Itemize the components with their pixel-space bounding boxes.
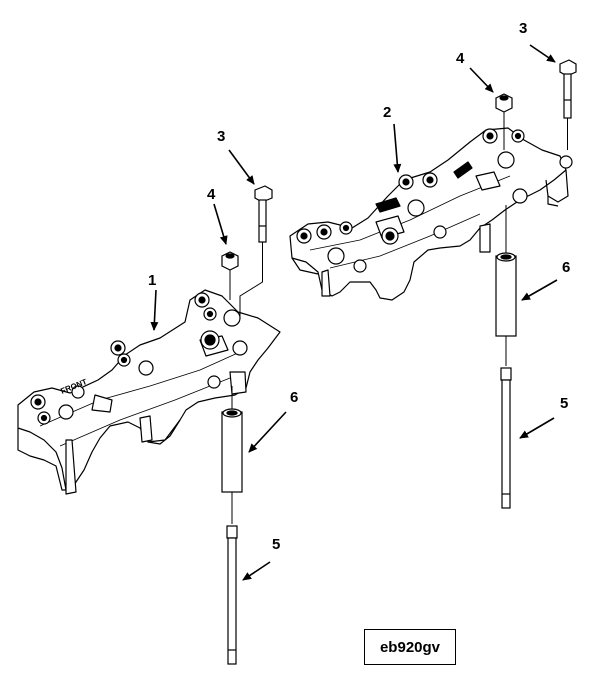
callout-left-sleeve: 6 xyxy=(290,389,299,406)
callout-left-housing: 1 xyxy=(148,272,157,289)
left-assembly: FRONT xyxy=(17,289,281,495)
callout-left-bolt: 3 xyxy=(217,128,226,145)
arrow-right-bolt xyxy=(529,44,556,63)
arrow-left-housing xyxy=(150,289,159,331)
left-bolt xyxy=(239,185,273,318)
left-stud xyxy=(226,525,238,665)
right-sleeve xyxy=(495,205,517,366)
arrow-left-sleeve xyxy=(248,411,287,453)
arrow-right-stud xyxy=(519,417,555,439)
callout-right-nut: 4 xyxy=(456,50,465,67)
left-nut xyxy=(221,251,239,300)
callout-right-housing: 2 xyxy=(383,104,392,121)
left-housing-bosses xyxy=(30,292,248,425)
right-housing-marking xyxy=(375,197,401,213)
arrow-left-stud xyxy=(242,561,271,581)
left-sleeve xyxy=(221,386,243,524)
right-stud xyxy=(500,367,512,509)
callout-left-nut: 4 xyxy=(207,186,216,203)
right-housing-body xyxy=(289,127,569,301)
figure-id-box: eb920gv xyxy=(364,629,456,665)
arrow-right-sleeve xyxy=(521,279,558,301)
arrow-left-nut xyxy=(213,203,228,245)
right-bolt xyxy=(559,59,577,150)
callout-right-stud: 5 xyxy=(560,395,569,412)
leader-arrows xyxy=(150,44,558,581)
arrow-right-housing xyxy=(393,123,402,173)
right-housing-marking-2 xyxy=(453,161,473,179)
callout-right-sleeve: 6 xyxy=(562,259,571,276)
callout-right-bolt: 3 xyxy=(519,20,528,37)
arrow-right-nut xyxy=(469,67,494,93)
arrow-left-bolt xyxy=(228,149,255,185)
figure-id-label: eb920gv xyxy=(379,638,441,656)
right-nut xyxy=(495,93,513,150)
right-housing-bosses xyxy=(296,128,573,273)
callout-left-stud: 5 xyxy=(272,536,281,553)
right-assembly xyxy=(289,127,573,301)
